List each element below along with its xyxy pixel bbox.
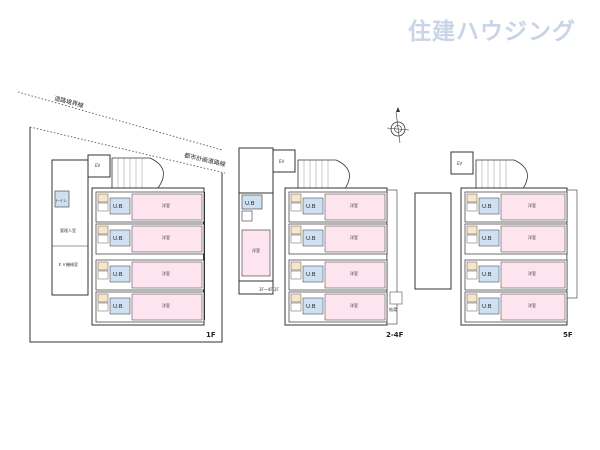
1f-unit-2-room-label: 洋室 [162,234,170,240]
2-4f-unit-4-kitchen [290,293,302,303]
1f-unit-1-unitbath [109,197,131,215]
compass-icon [386,107,410,144]
1f-unit-1-kitchen [97,193,109,203]
5f-unit-3-kitchen [466,261,478,271]
floor-label-1f: 1F [206,331,216,339]
1f-unit-4-kitchen [97,293,109,303]
1f-unit-3-kitchen [97,261,109,271]
2-4f-unit-3-room [324,261,386,289]
2-4f-unit-1-room [324,193,386,221]
stair-mark-2f: 3F～4F 2F [259,287,280,292]
2-4f-unit-3-room-label: 洋室 [350,270,358,276]
1f-unit-4-toilet [97,302,109,312]
2-4f-unit-4-room-label: 洋室 [350,302,358,308]
5f-unit-1-kitchen [466,193,478,203]
5f-unit-2-room [500,225,566,253]
5f-unit-2-ub-label: U.B [482,236,492,242]
2-4f-unit-3-toilet [290,270,302,280]
5f-unit-1-ub-label: U.B [482,204,492,210]
5f-unit-4-unitbath [478,297,500,315]
city-road-label: 都市計画道路線 [184,151,227,168]
5f-unit-3-room [500,261,566,289]
floor-label-5f: 5F [563,331,573,339]
2-4f-unit-2-unitbath [302,229,324,247]
5f-unit-2-toilet [466,234,478,244]
1f-unit-4-room-label: 洋室 [162,302,170,308]
5f-unit-1-room-label: 洋室 [528,202,536,208]
1f-unit-1-toilet [97,202,109,212]
balcony-note: 給湯 [389,306,397,312]
room-label-left-2f: 洋室 [252,247,260,253]
ub-label-left-2f: U.B [245,201,255,207]
1f-unit-2-unitbath [109,229,131,247]
2-4f-unit-4-unitbath [302,297,324,315]
2-4f-unit-2-kitchen [290,225,302,235]
ev-label-2f: EV [279,159,285,164]
1f-unit-3-ub-label: U.B [113,272,123,278]
floor-label-2-4f: 2-4F [386,331,404,339]
1f-unit-4-room [131,293,203,321]
5f-unit-3-unitbath [478,265,500,283]
ev-label-5f: EV [457,161,463,166]
2-4f-unit-1-kitchen [290,193,302,203]
5f-unit-3-ub-label: U.B [482,272,492,278]
road-boundary-label: 道路境界線 [53,94,84,109]
2-4f-unit-2-toilet [290,234,302,244]
2-4f-unit-2-room [324,225,386,253]
2-4f-unit-1-room-label: 洋室 [350,202,358,208]
1f-unit-4-unitbath [109,297,131,315]
2-4f-unit-3-ub-label: U.B [306,272,316,278]
2-4f-unit-3-kitchen [290,261,302,271]
1f-unit-2-room [131,225,203,253]
road-boundary-lines [17,91,226,174]
2-4f-unit-1-toilet [290,202,302,212]
ev-machine-label: ＥＶ機械室 [58,261,78,267]
5f-unit-1-toilet [466,202,478,212]
2-4f-unit-3-unitbath [302,265,324,283]
5f-unit-4-toilet [466,302,478,312]
2-4f-unit-1-unitbath [302,197,324,215]
manager-room-label: 管理人室 [60,227,76,233]
1f-unit-1-room-label: 洋室 [162,202,170,208]
2-4f-unit-4-ub-label: U.B [306,304,316,310]
5f-unit-3-toilet [466,270,478,280]
2-4f-unit-4-toilet [290,302,302,312]
5f-unit-4-room-label: 洋室 [528,302,536,308]
1f-unit-1-ub-label: U.B [113,204,123,210]
2-4f-unit-2-ub-label: U.B [306,236,316,242]
1f-unit-3-toilet [97,270,109,280]
ev-label-1f: EV [95,163,101,168]
1f-unit-4-ub-label: U.B [113,304,123,310]
1f-unit-3-room [131,261,203,289]
5f-unit-4-ub-label: U.B [482,304,492,310]
5f-unit-2-kitchen [466,225,478,235]
5f-unit-2-unitbath [478,229,500,247]
5f-unit-1-unitbath [478,197,500,215]
1f-unit-3-unitbath [109,265,131,283]
2-4f-unit-4-room [324,293,386,321]
5f-unit-2-room-label: 洋室 [528,234,536,240]
1f-unit-2-kitchen [97,225,109,235]
1f-unit-2-ub-label: U.B [113,236,123,242]
2-4f-unit-1-ub-label: U.B [306,204,316,210]
5f-unit-1-room [500,193,566,221]
5f-unit-3-room-label: 洋室 [528,270,536,276]
brand-watermark: 住建ハウジング [408,19,576,45]
toilet-label: トイレ [55,198,67,203]
5f-unit-4-kitchen [466,293,478,303]
5f-unit-4-room [500,293,566,321]
1f-unit-1-room [131,193,203,221]
2-4f-unit-2-room-label: 洋室 [350,234,358,240]
1f-unit-3-room-label: 洋室 [162,270,170,276]
1f-unit-2-toilet [97,234,109,244]
